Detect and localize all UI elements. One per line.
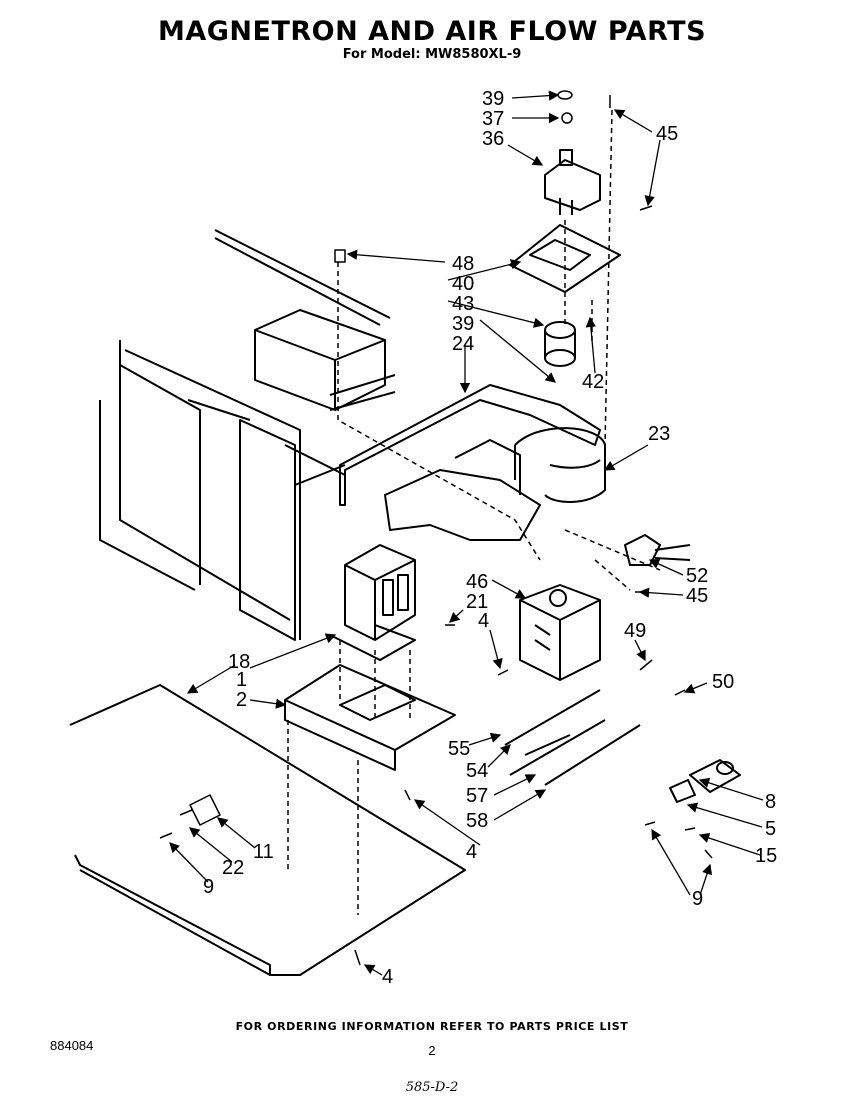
document-number: 884084: [50, 1038, 94, 1053]
callout-23: 23: [648, 423, 670, 445]
wire-leads: [504, 689, 641, 786]
callout-55: 55: [448, 738, 470, 760]
callout-39-top: 39: [482, 88, 504, 110]
callout-8: 8: [765, 791, 776, 813]
callout-37: 37: [482, 108, 504, 130]
ordering-info-footer: FOR ORDERING INFORMATION REFER TO PARTS …: [235, 1020, 629, 1033]
callout-42: 42: [582, 371, 604, 393]
page-number: 2: [428, 1043, 436, 1058]
callout-45-mid: 45: [686, 585, 708, 607]
callout-52: 52: [686, 565, 708, 587]
air-duct-24: [339, 384, 601, 541]
callout-labels: 39 37 36 45 48 40 43 39 24 42 23 52 46 4…: [203, 88, 777, 988]
callout-49: 49: [624, 620, 646, 642]
callout-21: 21: [466, 591, 488, 613]
motor-bracket-40: [509, 224, 621, 293]
callout-5: 5: [765, 818, 776, 840]
base-plate-2: [284, 664, 456, 771]
handwritten-note: 585-D-2: [405, 1080, 459, 1095]
callout-11: 11: [253, 841, 274, 863]
page-title: MAGNETRON AND AIR FLOW PARTS: [157, 16, 707, 47]
cabinet-frame: [99, 229, 391, 641]
callout-36: 36: [482, 128, 504, 150]
thermal-cutout-52: [624, 534, 691, 566]
callout-46: 46: [466, 571, 488, 593]
callout-2: 2: [236, 689, 247, 711]
callout-15: 15: [755, 845, 777, 867]
box-part: [254, 309, 396, 411]
callout-39-mid: 39: [452, 313, 474, 335]
magnetron-46: [519, 584, 601, 681]
callout-9-left: 9: [203, 876, 214, 898]
callout-18: 18: [228, 651, 250, 673]
callout-40: 40: [452, 273, 474, 295]
callout-54: 54: [466, 760, 488, 782]
callout-50: 50: [712, 671, 734, 693]
callout-1: 1: [236, 669, 247, 691]
callout-48: 48: [452, 253, 474, 275]
callout-4-mid: 4: [478, 610, 489, 632]
callout-24: 24: [452, 333, 474, 355]
callout-9-right: 9: [692, 888, 703, 910]
transformer-part: [329, 544, 416, 661]
model-subtitle: For Model: MW8580XL-9: [342, 47, 522, 62]
callout-22: 22: [222, 857, 244, 879]
fan-motor-36: [544, 149, 601, 215]
callout-4-right: 4: [466, 841, 477, 863]
callout-43: 43: [452, 293, 474, 315]
callout-57: 57: [466, 785, 488, 807]
callout-4-bottom: 4: [382, 966, 393, 988]
bottom-panel: [69, 684, 466, 976]
fan-blade-43: [544, 321, 576, 367]
callout-45-top: 45: [656, 123, 678, 145]
blower-housing-23: [514, 427, 606, 503]
callout-58: 58: [466, 810, 488, 832]
